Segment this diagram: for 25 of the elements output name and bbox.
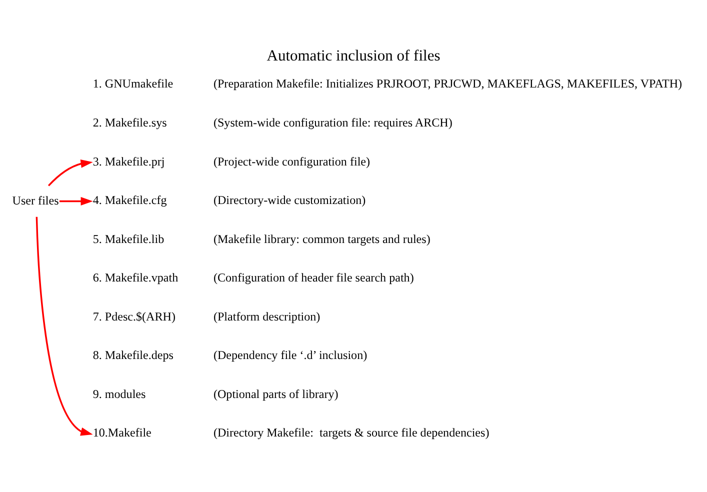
label: (Optional parts of library) <box>213 386 338 400</box>
label: 9. modules <box>92 386 146 400</box>
label: 1. GNUmakefile <box>92 76 174 90</box>
arrow <box>36 216 93 436</box>
label: 8. Makefile.deps <box>92 348 174 362</box>
label: 2. Makefile.sys <box>92 114 167 129</box>
arrow <box>59 196 93 205</box>
label: (System-wide configuration file: requires ARCH) <box>213 114 452 129</box>
node-text: 4. Makefile.cfg <box>92 192 167 207</box>
node-label: (Directory-wide customization) <box>213 192 366 207</box>
arrow <box>48 158 93 186</box>
node-text: User files <box>12 192 59 207</box>
node-text: 3. Makefile.prj <box>92 154 165 168</box>
label: (Makefile library: common targets and rules) <box>213 231 430 246</box>
diagram-title: Automatic inclusion of files <box>266 46 440 64</box>
label: 6. Makefile.vpath <box>92 270 178 284</box>
node-label: (Project-wide configuration file) <box>213 154 370 168</box>
node-text: 10.Makefile <box>92 425 152 440</box>
label: 5. Makefile.lib <box>92 231 164 246</box>
label: (Platform description) <box>213 308 320 323</box>
label: (Dependency file ‘.d’ inclusion) <box>213 348 368 362</box>
label: 7. Pdesc.$(ARH) <box>92 308 176 323</box>
node-label: (Directory Makefile: targets & source file dependencies) <box>213 425 490 440</box>
label: (Preparation Makefile: Initializes PRJROOT, PRJCWD, MAKEFLAGS, MAKEFILES, VPATH) <box>213 76 682 90</box>
label: (Configuration of header file search path) <box>213 270 414 284</box>
